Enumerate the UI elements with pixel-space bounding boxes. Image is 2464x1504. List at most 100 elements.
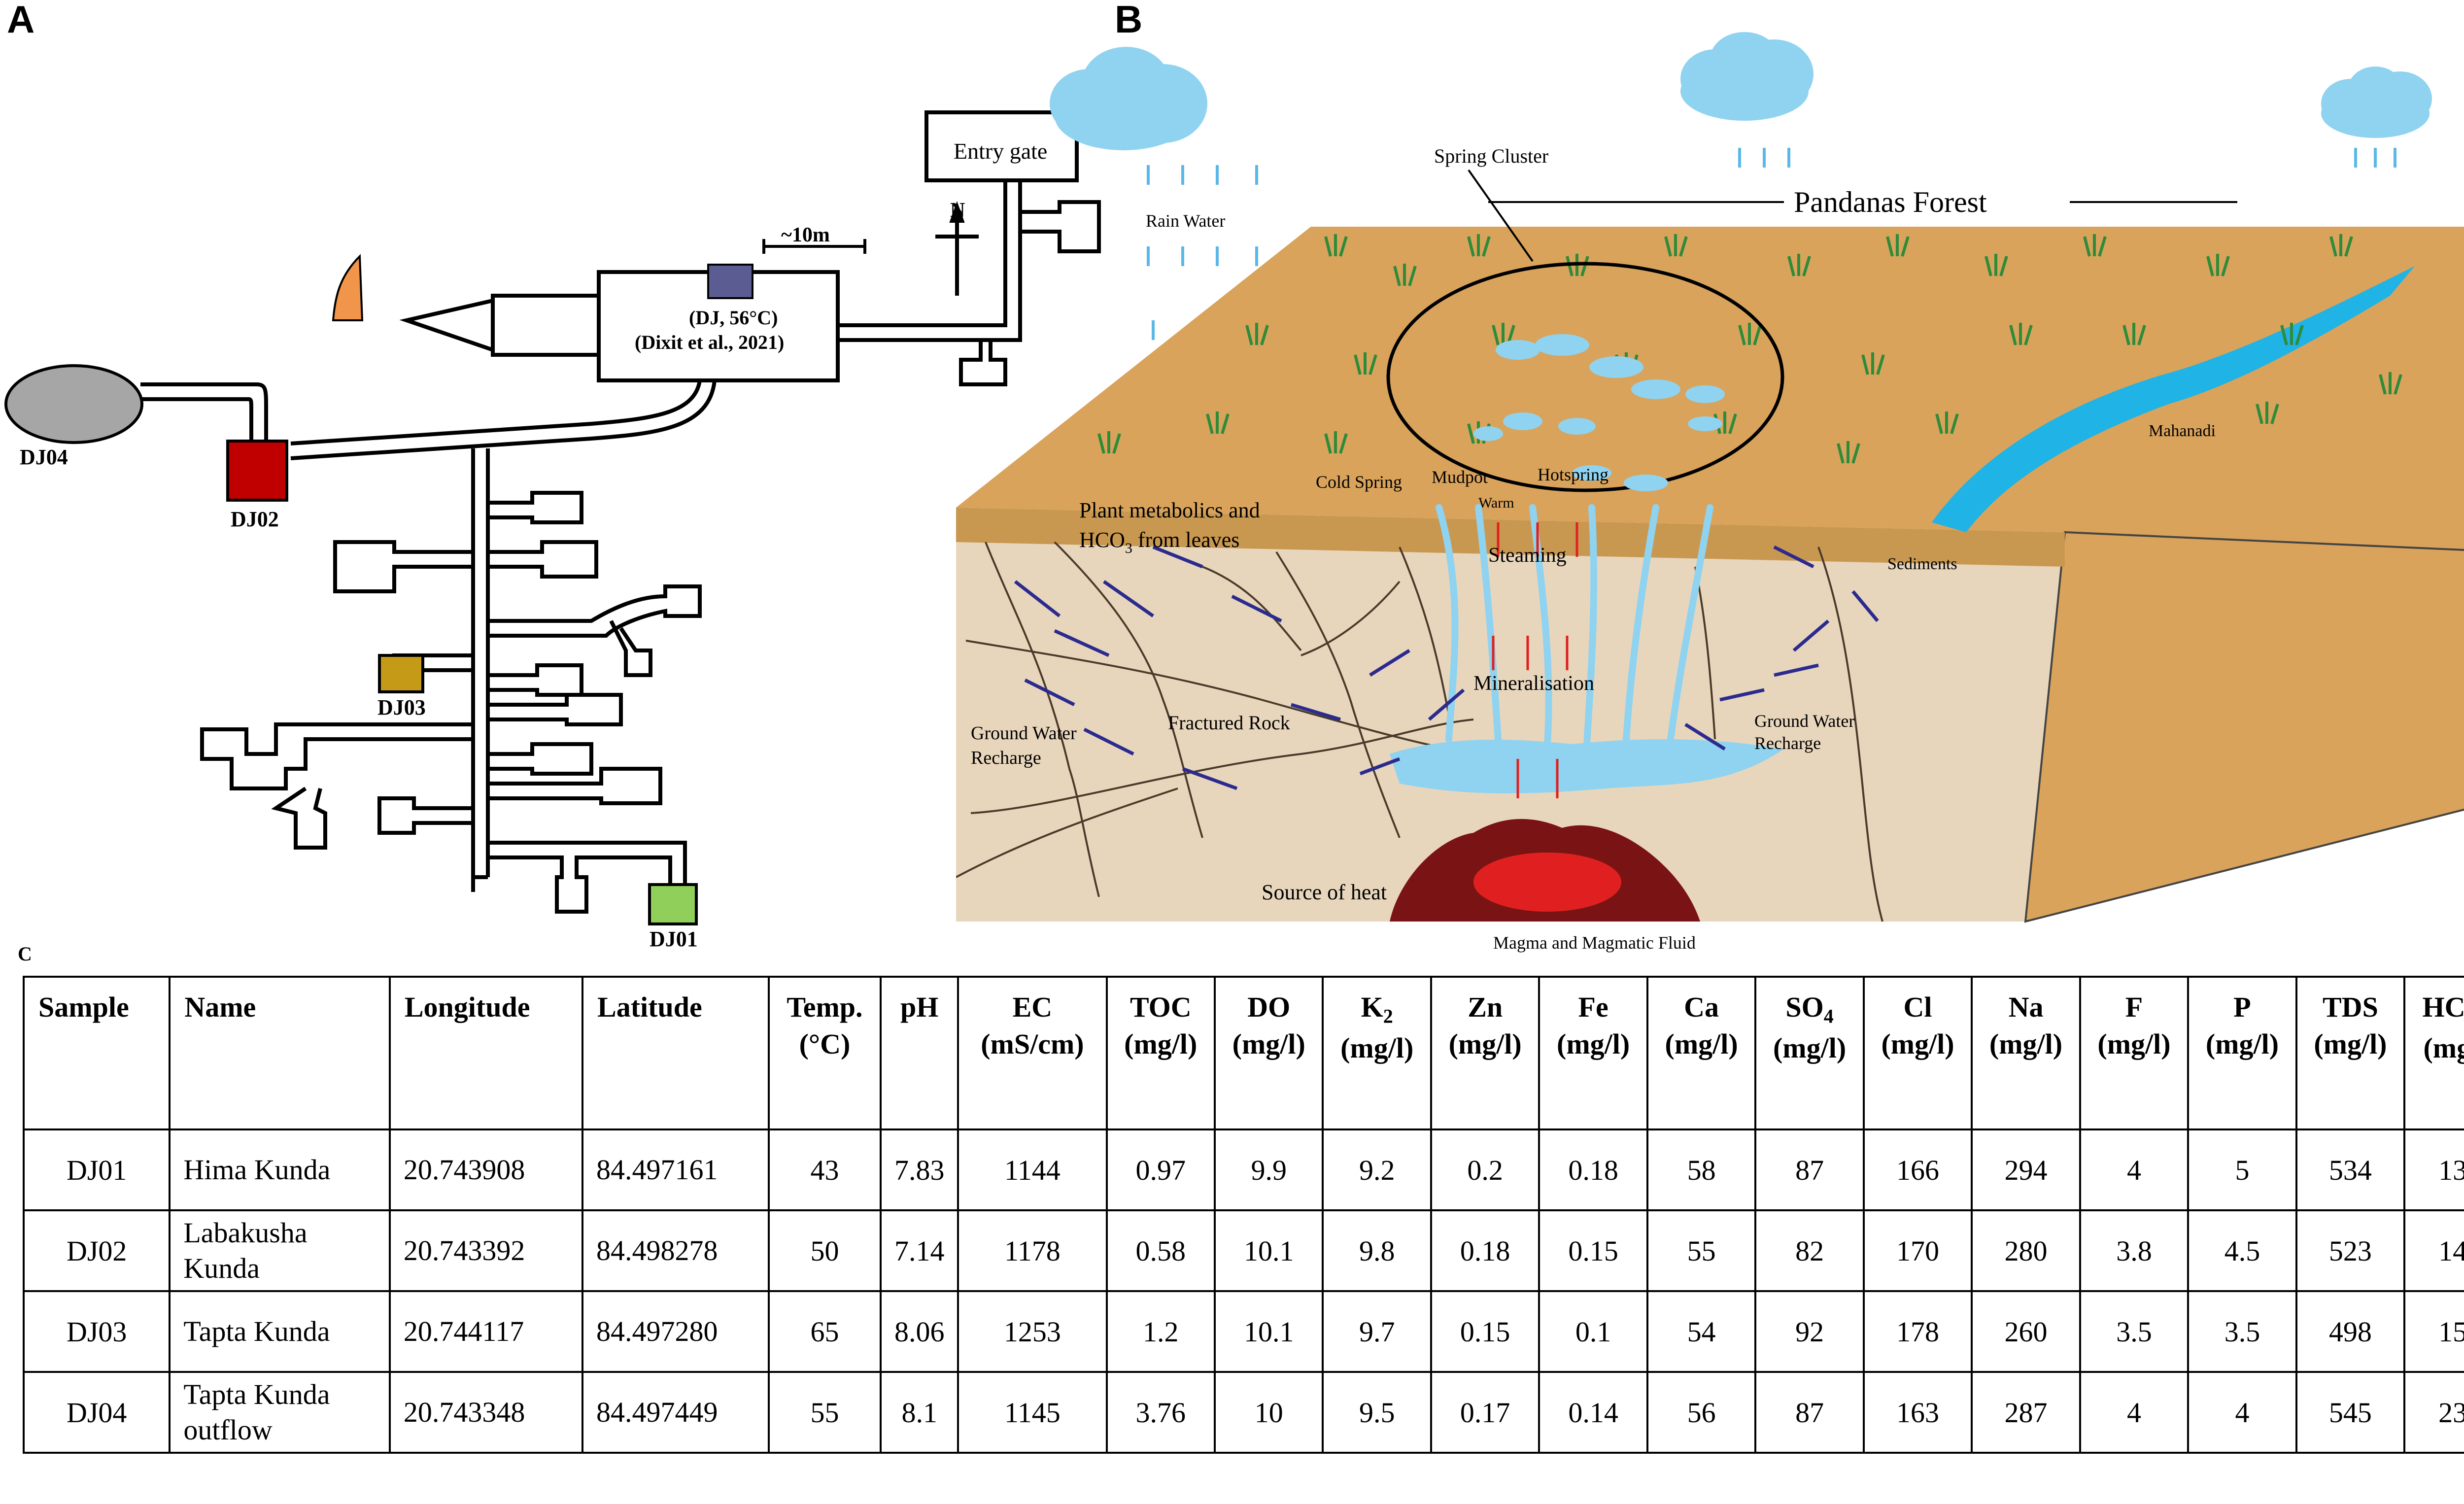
value-cell: 0.2	[1430, 1128, 1540, 1211]
column-header: Zn(mg/l)	[1430, 976, 1540, 1130]
value-cell: 230	[2403, 1371, 2464, 1454]
dj-label-line2: (Dixit et al., 2021)	[635, 331, 784, 353]
gw-left-line2: Recharge	[971, 748, 1041, 768]
mudpot-label: Mudpot	[1432, 467, 1488, 487]
mahanadi-label: Mahanadi	[2149, 422, 2216, 440]
upflow-conduits	[1436, 504, 1713, 748]
value-cell: 545	[2295, 1371, 2406, 1454]
sample-cell: DJ03	[22, 1290, 171, 1373]
rain-water-label: Rain Water	[1146, 211, 1225, 231]
value-cell: 0.58	[1105, 1209, 1216, 1292]
value-cell: 280	[1971, 1209, 2081, 1292]
sediments-label: Sediments	[1887, 555, 1957, 573]
magma-label: Magma and Magmatic Fluid	[1493, 933, 1696, 953]
column-header: SO4(mg/l)	[1754, 976, 1865, 1130]
value-cell: 20.743908	[388, 1128, 584, 1211]
column-header: Ca(mg/l)	[1646, 976, 1757, 1130]
mineralisation-label: Mineralisation	[1473, 672, 1594, 695]
name-cell: Hima Kunda	[169, 1128, 391, 1211]
value-cell: 87	[1754, 1128, 1865, 1211]
value-cell: 10.1	[1213, 1290, 1324, 1373]
value-cell: 8.06	[880, 1290, 959, 1373]
value-cell: 0.1	[1538, 1290, 1648, 1373]
dj04-marker	[4, 364, 143, 444]
gw-right-line1: Ground Water	[1754, 711, 1854, 731]
value-cell: 287	[1971, 1371, 2081, 1454]
column-header: Na(mg/l)	[1971, 976, 2081, 1130]
scale-label: ~10m	[781, 224, 830, 246]
value-cell: 163	[1862, 1371, 1973, 1454]
value-cell: 54	[1646, 1290, 1757, 1373]
value-cell: 0.18	[1538, 1128, 1648, 1211]
dj01-label: DJ01	[650, 927, 698, 951]
value-cell: 50	[767, 1209, 882, 1292]
value-cell: 1144	[957, 1128, 1108, 1211]
value-cell: 4	[2079, 1371, 2190, 1454]
warm-label: Warm	[1478, 495, 1514, 511]
sample-cell: DJ02	[22, 1209, 171, 1292]
value-cell: 4	[2079, 1128, 2190, 1211]
hot-water-reservoir	[1390, 739, 1784, 793]
value-cell: 0.18	[1430, 1209, 1540, 1292]
column-header: F(mg/l)	[2079, 976, 2190, 1130]
value-cell: 1253	[957, 1290, 1108, 1373]
value-cell: 55	[1646, 1209, 1757, 1292]
sample-cell: DJ01	[22, 1128, 171, 1211]
value-cell: 87	[1754, 1371, 1865, 1454]
column-header: TOC(mg/l)	[1105, 976, 1216, 1130]
value-cell: 294	[1971, 1128, 2081, 1211]
value-cell: 9.5	[1322, 1371, 1432, 1454]
column-header: TDS(mg/l)	[2295, 976, 2406, 1130]
value-cell: 20.743392	[388, 1209, 584, 1292]
dj03-label: DJ03	[377, 695, 426, 719]
column-header: P(mg/l)	[2187, 976, 2297, 1130]
value-cell: 84.497449	[582, 1371, 770, 1454]
value-cell: 0.15	[1538, 1209, 1648, 1292]
spring-cluster-ring	[1386, 262, 1784, 492]
column-header: pH	[880, 976, 959, 1130]
value-cell: 138	[2403, 1128, 2464, 1211]
value-cell: 84.497280	[582, 1290, 770, 1373]
column-header: DO(mg/l)	[1213, 976, 1324, 1130]
cloud-icon-2	[1680, 32, 1814, 121]
panel-c-label: C	[18, 943, 32, 965]
value-cell: 142	[2403, 1209, 2464, 1292]
value-cell: 178	[1862, 1290, 1973, 1373]
value-cell: 0.17	[1430, 1371, 1540, 1454]
panel-a-label: A	[7, 0, 35, 41]
mahanadi-river	[1932, 266, 2415, 532]
value-cell: 523	[2295, 1209, 2406, 1292]
column-header: EC(mS/cm)	[957, 976, 1108, 1130]
value-cell: 7.14	[880, 1209, 959, 1292]
value-cell: 20.743348	[388, 1371, 584, 1454]
value-cell: 82	[1754, 1209, 1865, 1292]
value-cell: 534	[2295, 1128, 2406, 1211]
value-cell: 1.2	[1105, 1290, 1216, 1373]
column-header: K2(mg/l)	[1322, 976, 1432, 1130]
north-label: N	[950, 199, 965, 222]
cold-spring-label: Cold Spring	[1316, 472, 1402, 492]
value-cell: 84.497161	[582, 1128, 770, 1211]
column-header: Name	[169, 976, 391, 1130]
gw-left-line1: Ground Water	[971, 723, 1077, 744]
column-header: Temp.(°C)	[767, 976, 882, 1130]
site-map: N ~10m Entry gate (DJ, 56°C) (Dixit et a…	[4, 110, 1101, 951]
spring-cluster-label: Spring Cluster	[1434, 145, 1548, 167]
spring-conceptual-diagram: Rain Water	[956, 32, 2464, 953]
value-cell: 56	[1646, 1371, 1757, 1454]
value-cell: 1145	[957, 1371, 1108, 1454]
cave-passages	[140, 110, 1101, 914]
dj02-label: DJ02	[231, 507, 279, 531]
plant-metabolics-line1: Plant metabolics and	[1079, 498, 1260, 522]
value-cell: 9.7	[1322, 1290, 1432, 1373]
value-cell: 3.5	[2079, 1290, 2190, 1373]
value-cell: 260	[1971, 1290, 2081, 1373]
rock-front	[956, 508, 2065, 922]
right-cliff	[2024, 531, 2464, 923]
spring-cluster-pointer	[1468, 169, 1534, 262]
